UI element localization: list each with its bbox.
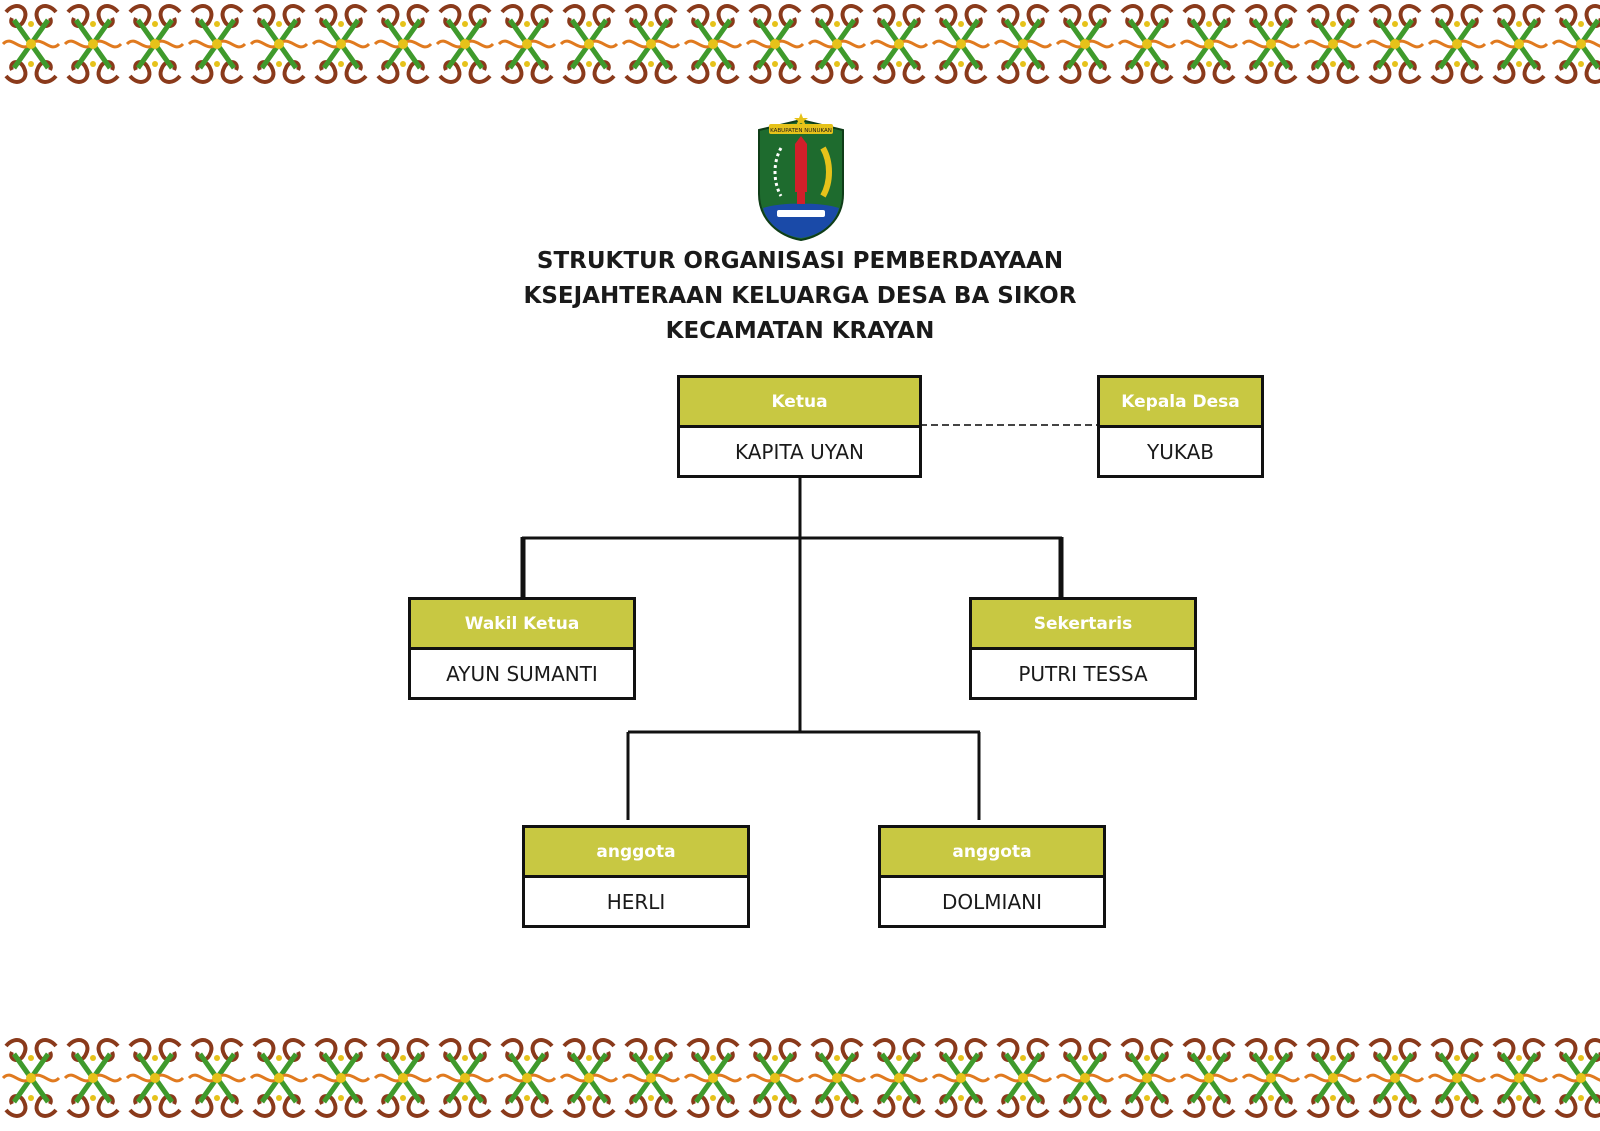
member-name: PUTRI TESSA bbox=[1018, 661, 1148, 686]
node-kepala-desa: Kepala Desa YUKAB bbox=[1097, 375, 1264, 478]
node-wakil-ketua: Wakil Ketua AYUN SUMANTI bbox=[408, 597, 636, 700]
node-ketua: Ketua KAPITA UYAN bbox=[677, 375, 922, 478]
role-label: Wakil Ketua bbox=[411, 600, 633, 650]
bottom-ornament-border bbox=[0, 1034, 1600, 1126]
role-label: Kepala Desa bbox=[1100, 378, 1261, 428]
top-ornament-border bbox=[0, 0, 1600, 92]
member-name: HERLI bbox=[606, 889, 666, 914]
emblem-banner-text: KABUPATEN NUNUKAN bbox=[770, 128, 832, 134]
member-name: DOLMIANI bbox=[942, 889, 1042, 914]
role-label: Ketua bbox=[680, 378, 919, 428]
node-sekertaris: Sekertaris PUTRI TESSA bbox=[969, 597, 1197, 700]
member-name: KAPITA UYAN bbox=[734, 439, 865, 464]
title-line-2: KSEJAHTERAAN KELUARGA DESA BA SIKOR bbox=[523, 283, 1077, 309]
member-name: AYUN SUMANTI bbox=[446, 661, 598, 686]
node-anggota-2: anggota DOLMIANI bbox=[878, 825, 1106, 928]
chart-title: STRUKTUR ORGANISASI PEMBERDAYAAN KSEJAHT… bbox=[400, 244, 1200, 349]
regency-emblem: KABUPATEN NUNUKAN bbox=[751, 112, 851, 242]
title-line-3: KECAMATAN KRAYAN bbox=[665, 318, 935, 344]
role-label: Sekertaris bbox=[972, 600, 1194, 650]
role-label: anggota bbox=[881, 828, 1103, 878]
title-line-1: STRUKTUR ORGANISASI PEMBERDAYAAN bbox=[536, 248, 1064, 274]
member-name: YUKAB bbox=[1146, 439, 1215, 464]
role-label: anggota bbox=[525, 828, 747, 878]
node-anggota-1: anggota HERLI bbox=[522, 825, 750, 928]
